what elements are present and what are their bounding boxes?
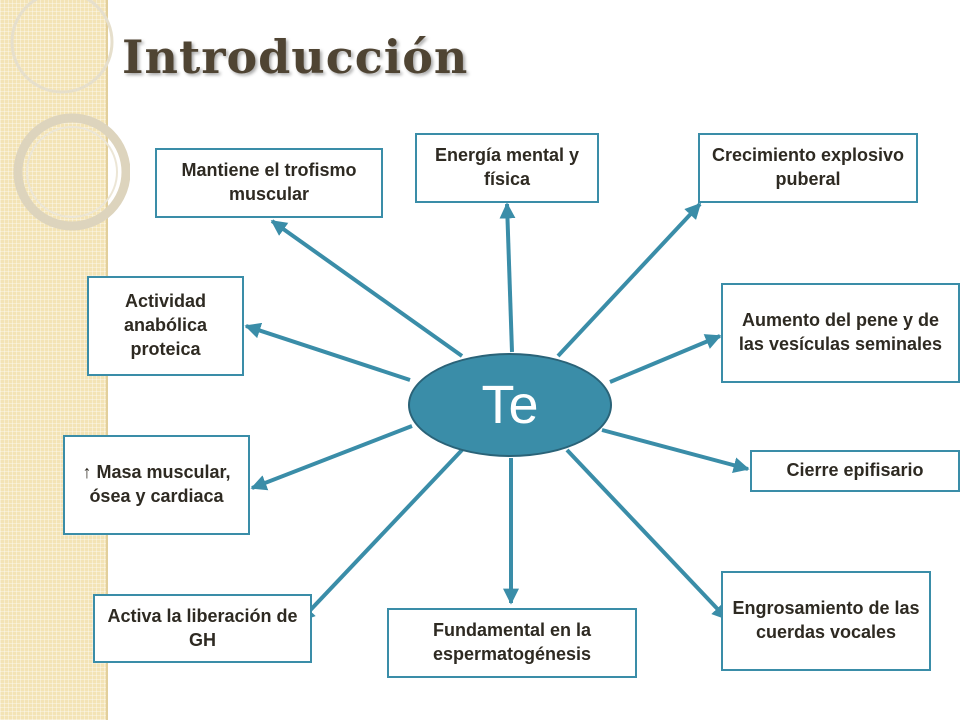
node-epifisario-label: Cierre epifisario <box>786 460 924 481</box>
arrow-anabolica <box>244 322 411 382</box>
center-label: Te <box>481 375 539 435</box>
page-title: Introducción <box>122 30 469 84</box>
node-gh-label: Activa la liberación de GH <box>107 605 298 650</box>
node-gh: Activa la liberación de GH <box>93 594 312 663</box>
node-espermatogenesis: Fundamental en la espermatogénesis <box>387 608 637 678</box>
node-pene: Aumento del pene y de las vesículas semi… <box>721 283 960 383</box>
node-crecimiento: Crecimiento explosivo puberal <box>698 133 918 203</box>
node-masa-label: ↑ Masa muscular, ósea y cardiaca <box>82 462 231 506</box>
arrow-trofismo <box>270 219 464 358</box>
node-pene-label: Aumento del pene y de las vesículas semi… <box>738 310 943 354</box>
center-node: Te <box>408 353 612 457</box>
node-energia-label: Energía mental y física <box>434 145 580 189</box>
node-trofismo-label: Mantiene el trofismo muscular <box>181 160 357 204</box>
node-trofismo: Mantiene el trofismo muscular <box>155 148 383 218</box>
node-masa: ↑ Masa muscular, ósea y cardiaca <box>63 435 250 535</box>
arrow-crecimiento <box>556 202 702 358</box>
node-espermatogenesis-label: Fundamental en la espermatogénesis <box>432 620 592 664</box>
node-anabolica: Actividad anabólica proteica <box>87 276 244 376</box>
arrow-cuerdas <box>565 448 729 621</box>
decorative-circles <box>10 0 130 231</box>
arrow-masa <box>250 424 413 491</box>
arrow-energia <box>499 202 516 353</box>
arrow-gh <box>298 448 464 623</box>
node-anabolica-label: Actividad anabólica proteica <box>123 291 208 359</box>
arrow-pene <box>609 334 722 384</box>
node-cuerdas: Engrosamiento de las cuerdas vocales <box>721 571 931 671</box>
node-crecimiento-label: Crecimiento explosivo puberal <box>711 145 905 189</box>
node-energia: Energía mental y física <box>415 133 599 203</box>
node-epifisario: Cierre epifisario <box>750 450 960 492</box>
node-cuerdas-label: Engrosamiento de las cuerdas vocales <box>732 598 920 642</box>
arrow-epifisario <box>601 428 750 474</box>
